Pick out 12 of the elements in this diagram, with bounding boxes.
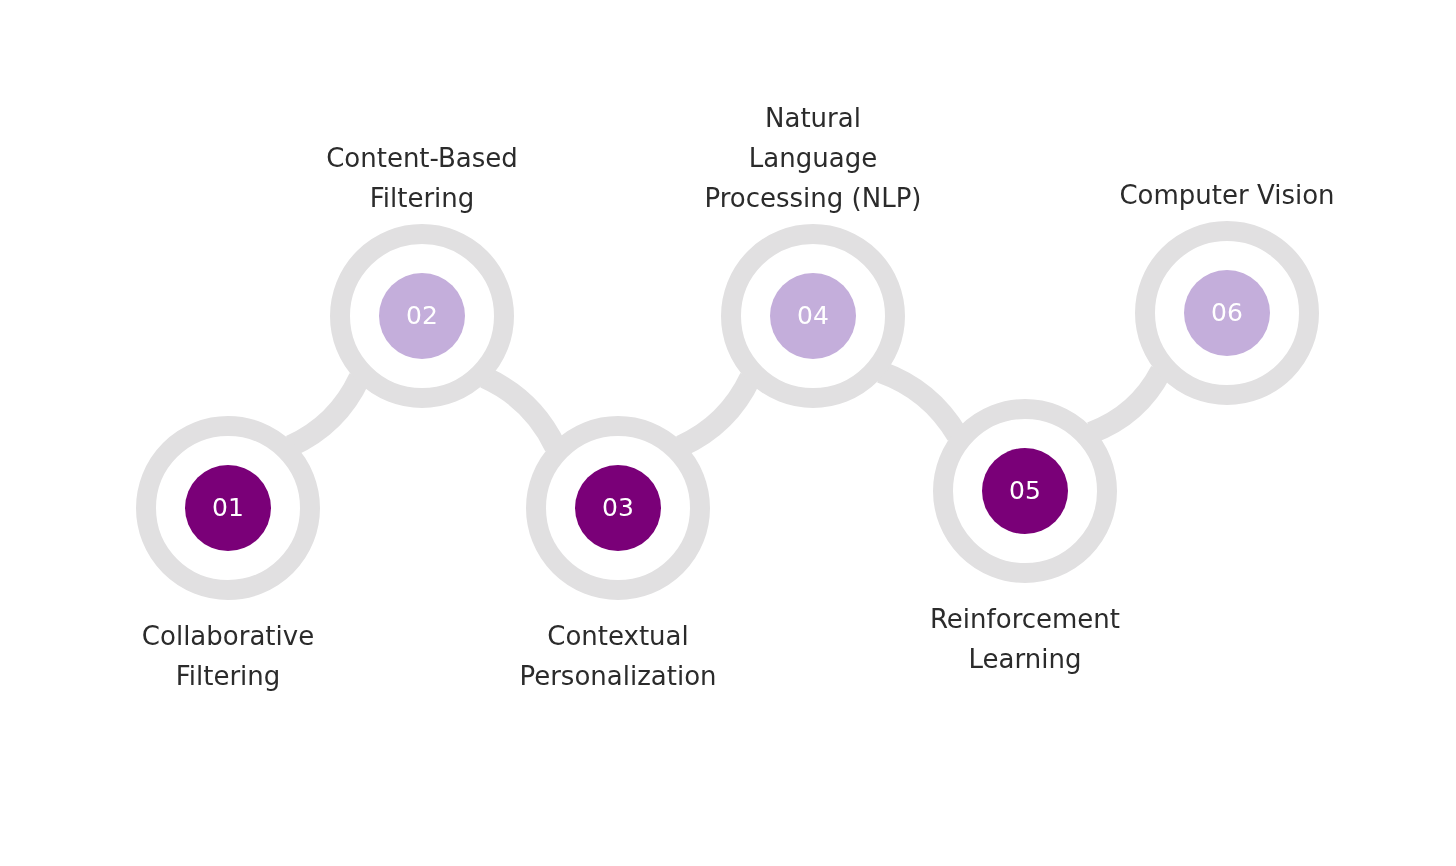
- step-number: 03: [601, 493, 635, 523]
- step-title: Collaborative Filtering: [140, 620, 316, 693]
- step-number: 01: [211, 493, 245, 523]
- step-number: 06: [1210, 298, 1244, 328]
- step-number: 05: [1008, 476, 1042, 506]
- step-number: 02: [405, 301, 439, 331]
- step-title: Contextual Personalization: [518, 620, 718, 693]
- step-number: 04: [796, 301, 830, 331]
- step-title: Natural Language Processing (NLP): [703, 102, 923, 215]
- step-title: Content-Based Filtering: [325, 142, 519, 215]
- step-title: Reinforcement Learning: [928, 603, 1122, 676]
- step-title: Computer Vision: [1118, 179, 1336, 212]
